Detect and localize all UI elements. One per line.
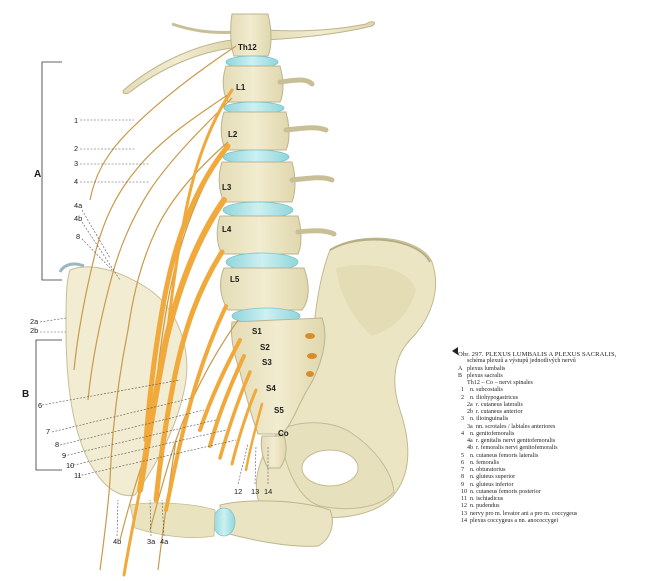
vertebra-labels: Th12 L1 L2 L3 L4 L5 S1 S2 S3 S4 S5 Co (222, 43, 289, 438)
caption-line: schéma plexuů a výstupů jednotlivých ner… (467, 358, 576, 365)
vertebral-column (216, 13, 337, 469)
left-iliac-crest (58, 262, 85, 273)
label-l2: L2 (228, 130, 238, 139)
rib-right (265, 21, 375, 41)
pubic-symphysis-disc (212, 507, 236, 537)
caption-title: Obr. 297. PLEXUS LUMBALIS A PLEXUS SACRA… (458, 351, 617, 358)
label-l5: L5 (230, 275, 240, 284)
left-number-labels: 1 2 3 4 4a 4b 8 2a 2b 6 7 8 9 10 11 (30, 116, 83, 480)
label-4a-bottom: 4a (160, 537, 169, 546)
obturator-foramen (301, 449, 359, 487)
label-co: Co (278, 429, 289, 438)
label-l3: L3 (222, 183, 232, 192)
label-8-upper: 8 (76, 232, 80, 241)
iliac-crest (329, 238, 431, 263)
label-14: 14 (264, 487, 272, 496)
label-1: 1 (74, 116, 78, 125)
label-10: 10 (66, 461, 74, 470)
label-s1: S1 (252, 327, 262, 336)
sacral-foramen-3 (306, 371, 314, 377)
label-l4: L4 (222, 225, 232, 234)
iliac-fossa-shade (336, 264, 416, 336)
left-pubis (129, 502, 216, 538)
vertebra-l1 (222, 65, 284, 103)
vertebra-th12 (230, 13, 272, 57)
transverse-process-l3 (289, 175, 335, 183)
label-th12: Th12 (238, 43, 257, 52)
coccyx (260, 435, 287, 469)
sacral-foramen-2 (307, 353, 317, 359)
label-3: 3 (74, 159, 78, 168)
major-nerves (122, 88, 264, 577)
thin-nerves (73, 45, 239, 571)
vertebra-l2 (220, 111, 290, 151)
label-2a: 2a (30, 317, 39, 326)
vertebra-l4 (216, 215, 302, 255)
bottom-number-labels: 12 13 14 4b 3a 4a (113, 487, 272, 546)
label-7: 7 (46, 427, 50, 436)
label-l1: L1 (236, 83, 246, 92)
transverse-process-l2 (283, 125, 329, 133)
label-11: 11 (74, 471, 82, 480)
label-13: 13 (251, 487, 259, 496)
label-6: 6 (38, 401, 42, 410)
sacrum (231, 317, 326, 435)
group-brackets (35, 61, 62, 471)
group-label-b: B (22, 389, 29, 400)
rib-left (122, 39, 233, 95)
caption-pointer-icon (452, 347, 458, 355)
caption-line: Th12 – Co – nervi spinales (467, 380, 533, 386)
transverse-process-l1 (277, 77, 315, 87)
sacral-foramen-1 (305, 333, 315, 339)
label-3a-bottom: 3a (147, 537, 156, 546)
label-s3: S3 (262, 358, 272, 367)
leader-lines (39, 119, 269, 537)
label-4a: 4a (74, 201, 83, 210)
label-8-lower: 8 (55, 440, 59, 449)
label-4b-bottom: 4b (113, 537, 121, 546)
group-label-a: A (34, 169, 41, 180)
label-s2: S2 (260, 343, 270, 352)
transverse-process-l4 (295, 228, 337, 237)
label-4b: 4b (74, 214, 82, 223)
label-s5: S5 (274, 406, 284, 415)
label-2b: 2b (30, 326, 38, 335)
vertebra-l5 (220, 267, 309, 311)
figure-caption: Obr. 297. PLEXUS LUMBALIS A PLEXUS SACRA… (458, 351, 654, 525)
label-4: 4 (74, 177, 78, 186)
label-2: 2 (74, 144, 78, 153)
label-9: 9 (62, 451, 66, 460)
pubic-ramus (219, 500, 333, 547)
vertebra-l3 (218, 161, 296, 203)
label-s4: S4 (266, 384, 276, 393)
label-12: 12 (234, 487, 242, 496)
rib-upper-left (171, 22, 237, 34)
